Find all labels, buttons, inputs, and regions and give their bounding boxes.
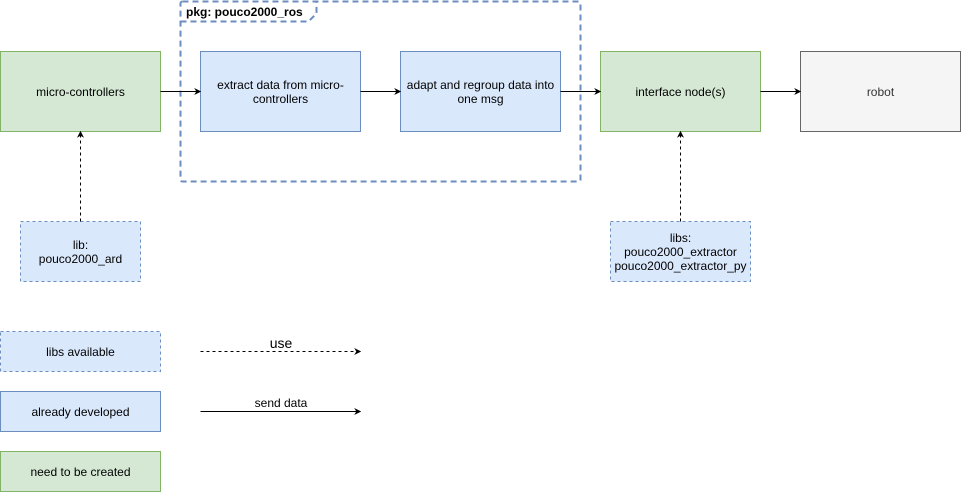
legend-swatch <box>0 451 161 492</box>
node-box <box>600 51 761 132</box>
legend-already-developed: already developed <box>0 391 161 432</box>
legend-label: libs available <box>46 345 115 359</box>
node-box <box>400 51 561 132</box>
node-robot: robot <box>800 51 961 132</box>
node-lib-ard: lib: pouco2000_ard <box>20 221 141 282</box>
legend-use-label: use <box>270 335 293 351</box>
node-box <box>800 51 961 132</box>
legend-swatch <box>0 331 161 372</box>
legend-label: already developed <box>31 405 129 419</box>
legend-send-data-label: send data <box>255 396 308 410</box>
legend: libs available already developed need to… <box>0 331 362 492</box>
legend-swatch <box>0 391 161 432</box>
node-interface: interface node(s) <box>600 51 761 132</box>
package-tab <box>180 1 318 23</box>
legend-send-data: send data <box>200 396 362 415</box>
node-box <box>0 51 161 132</box>
node-label: interface node(s) <box>635 85 725 99</box>
node-label-line-2: one msg <box>457 92 503 106</box>
node-label-line-1: libs: <box>670 231 691 245</box>
node-libs-extractor: libs: pouco2000_extractor pouco2000_extr… <box>610 221 751 282</box>
node-label-line-2: pouco2000_ard <box>39 252 122 266</box>
node-adapt-regroup: adapt and regroup data into one msg <box>400 51 561 132</box>
package-label: pkg: pouco2000_ros <box>186 5 303 19</box>
legend-label: need to be created <box>30 465 130 479</box>
node-micro-controllers: micro-controllers <box>0 51 161 132</box>
node-extract-data: extract data from micro- controllers <box>200 51 361 132</box>
node-label-line-2: controllers <box>253 92 308 106</box>
node-label-line-1: lib: <box>73 238 88 252</box>
node-label: robot <box>867 85 895 99</box>
node-label: micro-controllers <box>36 85 125 99</box>
node-label-line-3: pouco2000_extractor_py <box>614 259 746 273</box>
node-label-line-1: adapt and regroup data into <box>407 78 555 92</box>
node-box <box>610 221 751 282</box>
node-label-line-1: extract data from micro- <box>217 78 344 92</box>
legend-need-to-be-created: need to be created <box>0 451 161 492</box>
node-label-line-2: pouco2000_extractor <box>624 245 737 259</box>
legend-use: use <box>200 335 362 355</box>
legend-libs-available: libs available <box>0 331 161 372</box>
